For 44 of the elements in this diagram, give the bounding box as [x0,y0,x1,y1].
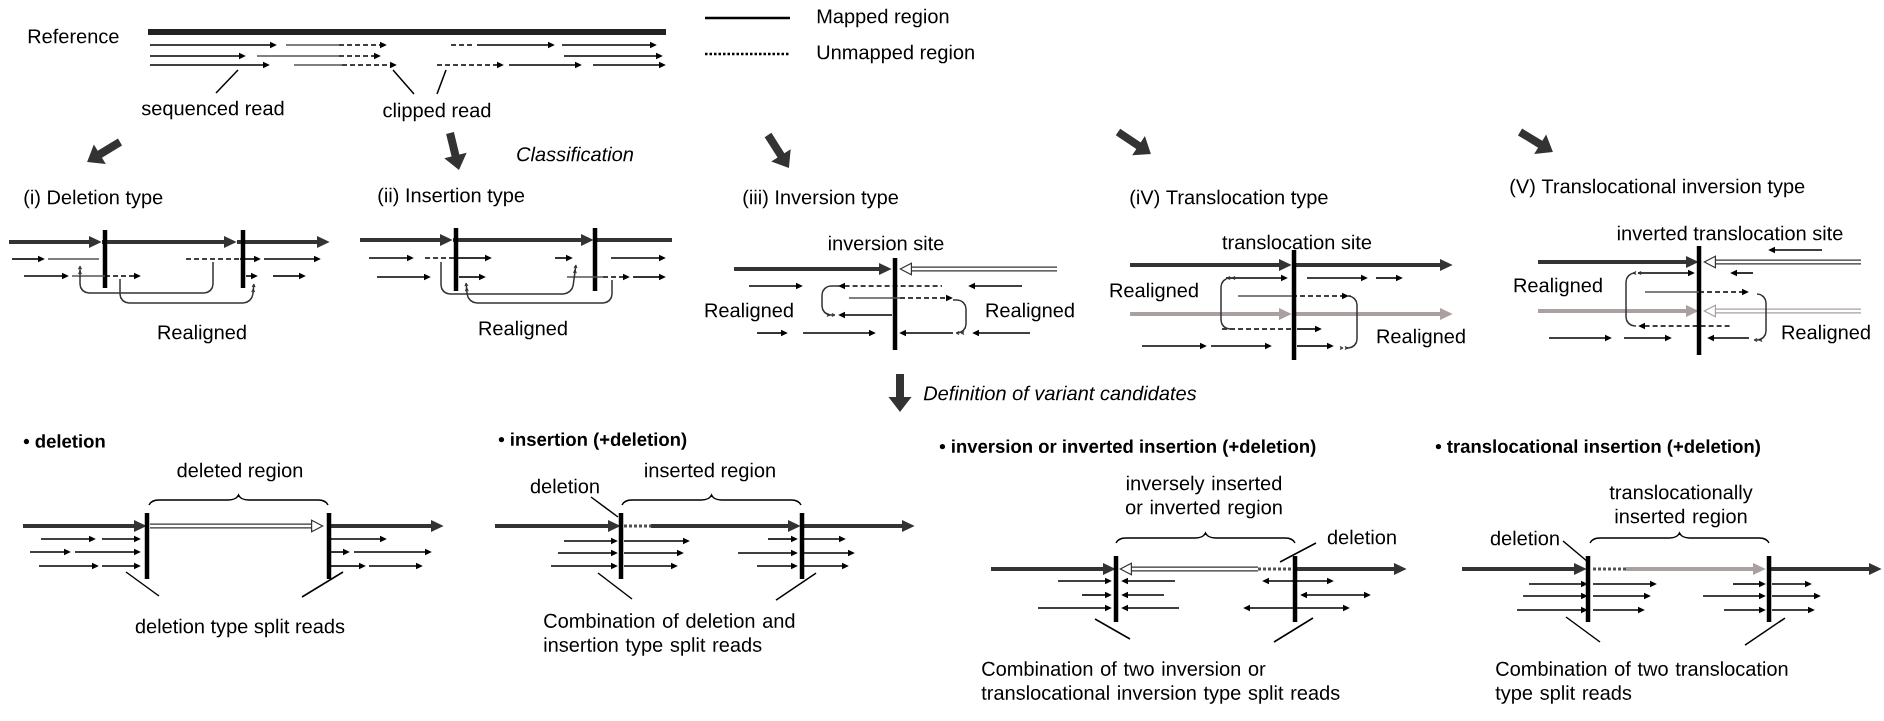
realigned-label: Realigned [158,324,246,344]
legend-text: Unmapped region [817,44,974,64]
panel-title: (iV) Translocation type [1130,189,1328,209]
leader-line [775,572,817,601]
caption-text: Combination of two inversion or translocational inversion type split reads [981,661,1340,704]
site-label: inversion site [829,235,944,251]
step-label: Definition of variant candidates [923,385,1197,401]
realigned-label: Realigned [986,302,1074,322]
site-label: inverted translocation site [1617,225,1843,241]
leader-line [590,496,619,518]
leader-line [1094,618,1131,640]
leader-line [392,69,415,95]
realigned-label: Realigned [705,302,793,322]
panel-title: (i) Deletion type [24,189,163,209]
read-label: sequenced read [141,100,284,120]
realigned-label: Realigned [479,320,567,340]
legend-text: Mapped region [817,8,949,28]
site-label: translocation site [1222,234,1372,250]
variant-heading: • inversion or inverted insertion (+deletion) [939,439,1316,457]
caption-text: Combination of two translocation type split reads [1495,661,1788,704]
deletion-label: deletion [530,478,599,494]
realigned-label: Realigned [1514,277,1602,297]
leader-line [1565,616,1601,643]
variant-heading: • insertion (+deletion) [498,432,687,450]
deletion-label: deletion [1490,530,1559,546]
realigned-label: Realigned [1782,324,1870,344]
panel-title: (ii) Insertion type [378,187,525,207]
step-label: Classification [517,146,633,162]
deletion-label: deletion [1327,529,1396,545]
variant-heading: • translocational insertion (+deletion) [1435,439,1760,457]
leader-line [125,571,160,597]
read-label: clipped read [383,102,491,122]
leader-line [1273,617,1314,643]
caption-text: Combination of deletion and insertion type split reads [544,613,795,656]
leader-line [436,69,447,95]
panel-title: (V) Translocational inversion type [1510,178,1805,198]
leader-line [1279,542,1317,563]
leader-line [301,571,344,598]
leader-line [1562,540,1589,563]
leader-line [215,69,239,94]
leader-line [1744,617,1786,646]
caption-text: deletion type split reads [135,618,345,638]
panel-title: (iii) Inversion type [743,189,898,209]
leader-line [597,572,633,600]
